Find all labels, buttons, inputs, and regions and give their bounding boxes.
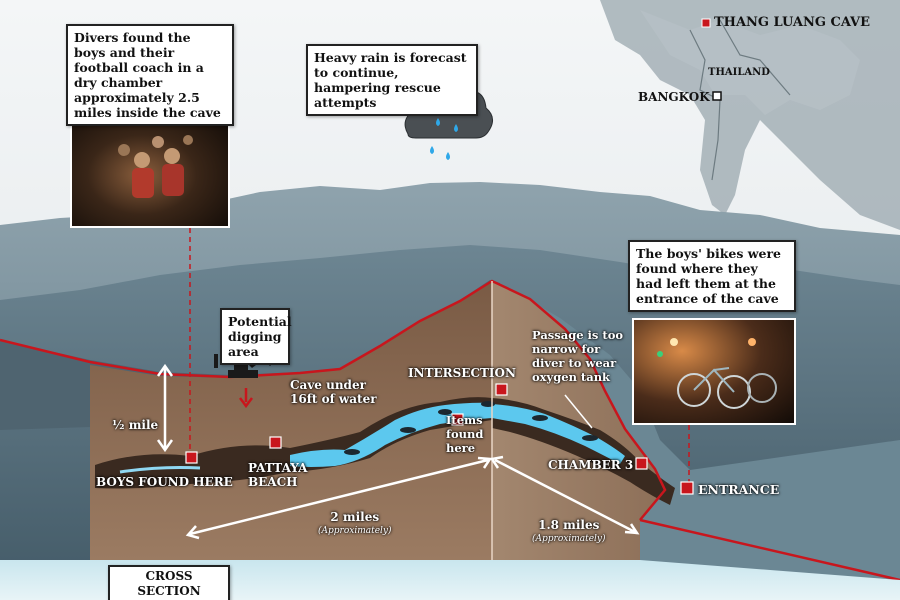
bike-shapes: [657, 338, 777, 409]
marker-pattaya: [269, 436, 282, 449]
intersection-label: INTERSECTION: [408, 366, 516, 380]
boys-figures: [118, 135, 193, 198]
boys-found-label: BOYS FOUND HERE: [96, 475, 233, 489]
distance-arrow-2: [489, 455, 640, 535]
cave-under-water-label: Cave under 16ft of water: [290, 378, 377, 406]
divers-callout: Divers found the boys and their football…: [66, 24, 234, 126]
bikes-at-entrance-photo: [632, 318, 796, 425]
items-found-label: Items found here: [446, 413, 484, 455]
terrain-top-right: [500, 283, 900, 600]
pattaya-label: PATTAYA BEACH: [248, 461, 308, 489]
distance-value-2: 1.8 miles: [538, 518, 600, 532]
diver-figures: [344, 401, 598, 455]
passage-pointer: [564, 394, 593, 429]
distance-arrow-1: [185, 456, 493, 540]
cave-tunnel: [95, 397, 492, 489]
map-country-label: THAILAND: [708, 67, 770, 78]
dig-arrow: [239, 388, 253, 409]
distance-note-1: (Approximately): [318, 526, 392, 536]
flooded-water-side: [492, 404, 625, 464]
boys-in-cave-photo: [70, 110, 230, 228]
map-capital-label: BANGKOK: [638, 90, 710, 104]
distance-note-2: (Approximately): [532, 534, 606, 544]
earth-side-face: [492, 282, 665, 560]
earth-front-face: [90, 282, 492, 560]
depth-label: ½ mile: [112, 418, 159, 432]
chamber3-label: CHAMBER 3: [548, 458, 634, 472]
location-markers: [185, 383, 694, 495]
depth-arrow: [156, 363, 174, 453]
map-cave-label: THANG LUANG CAVE: [714, 15, 870, 30]
distance-label-1: 2 miles (Approximately): [318, 510, 392, 538]
bikes-callout: The boys' bikes were found where they ha…: [628, 240, 796, 312]
marker-intersection: [495, 383, 508, 396]
cross-section-label: CROSS SECTION: [108, 565, 230, 600]
marker-chamber3: [635, 457, 648, 470]
marker-items: [451, 413, 464, 426]
thailand-map: [600, 0, 900, 230]
passage-label: Passage is too narrow for diver to wear …: [532, 328, 624, 384]
rain-callout: Heavy rain is forecast to continue, hamp…: [306, 44, 478, 116]
digging-callout: Potential digging area: [220, 308, 292, 365]
distance-label-2: 1.8 miles (Approximately): [532, 518, 606, 546]
marker-entrance: [680, 481, 694, 495]
entrance-label: ENTRANCE: [698, 482, 780, 497]
flooded-water: [290, 402, 492, 467]
marker-boys: [185, 451, 198, 464]
distance-value-1: 2 miles: [330, 510, 380, 524]
